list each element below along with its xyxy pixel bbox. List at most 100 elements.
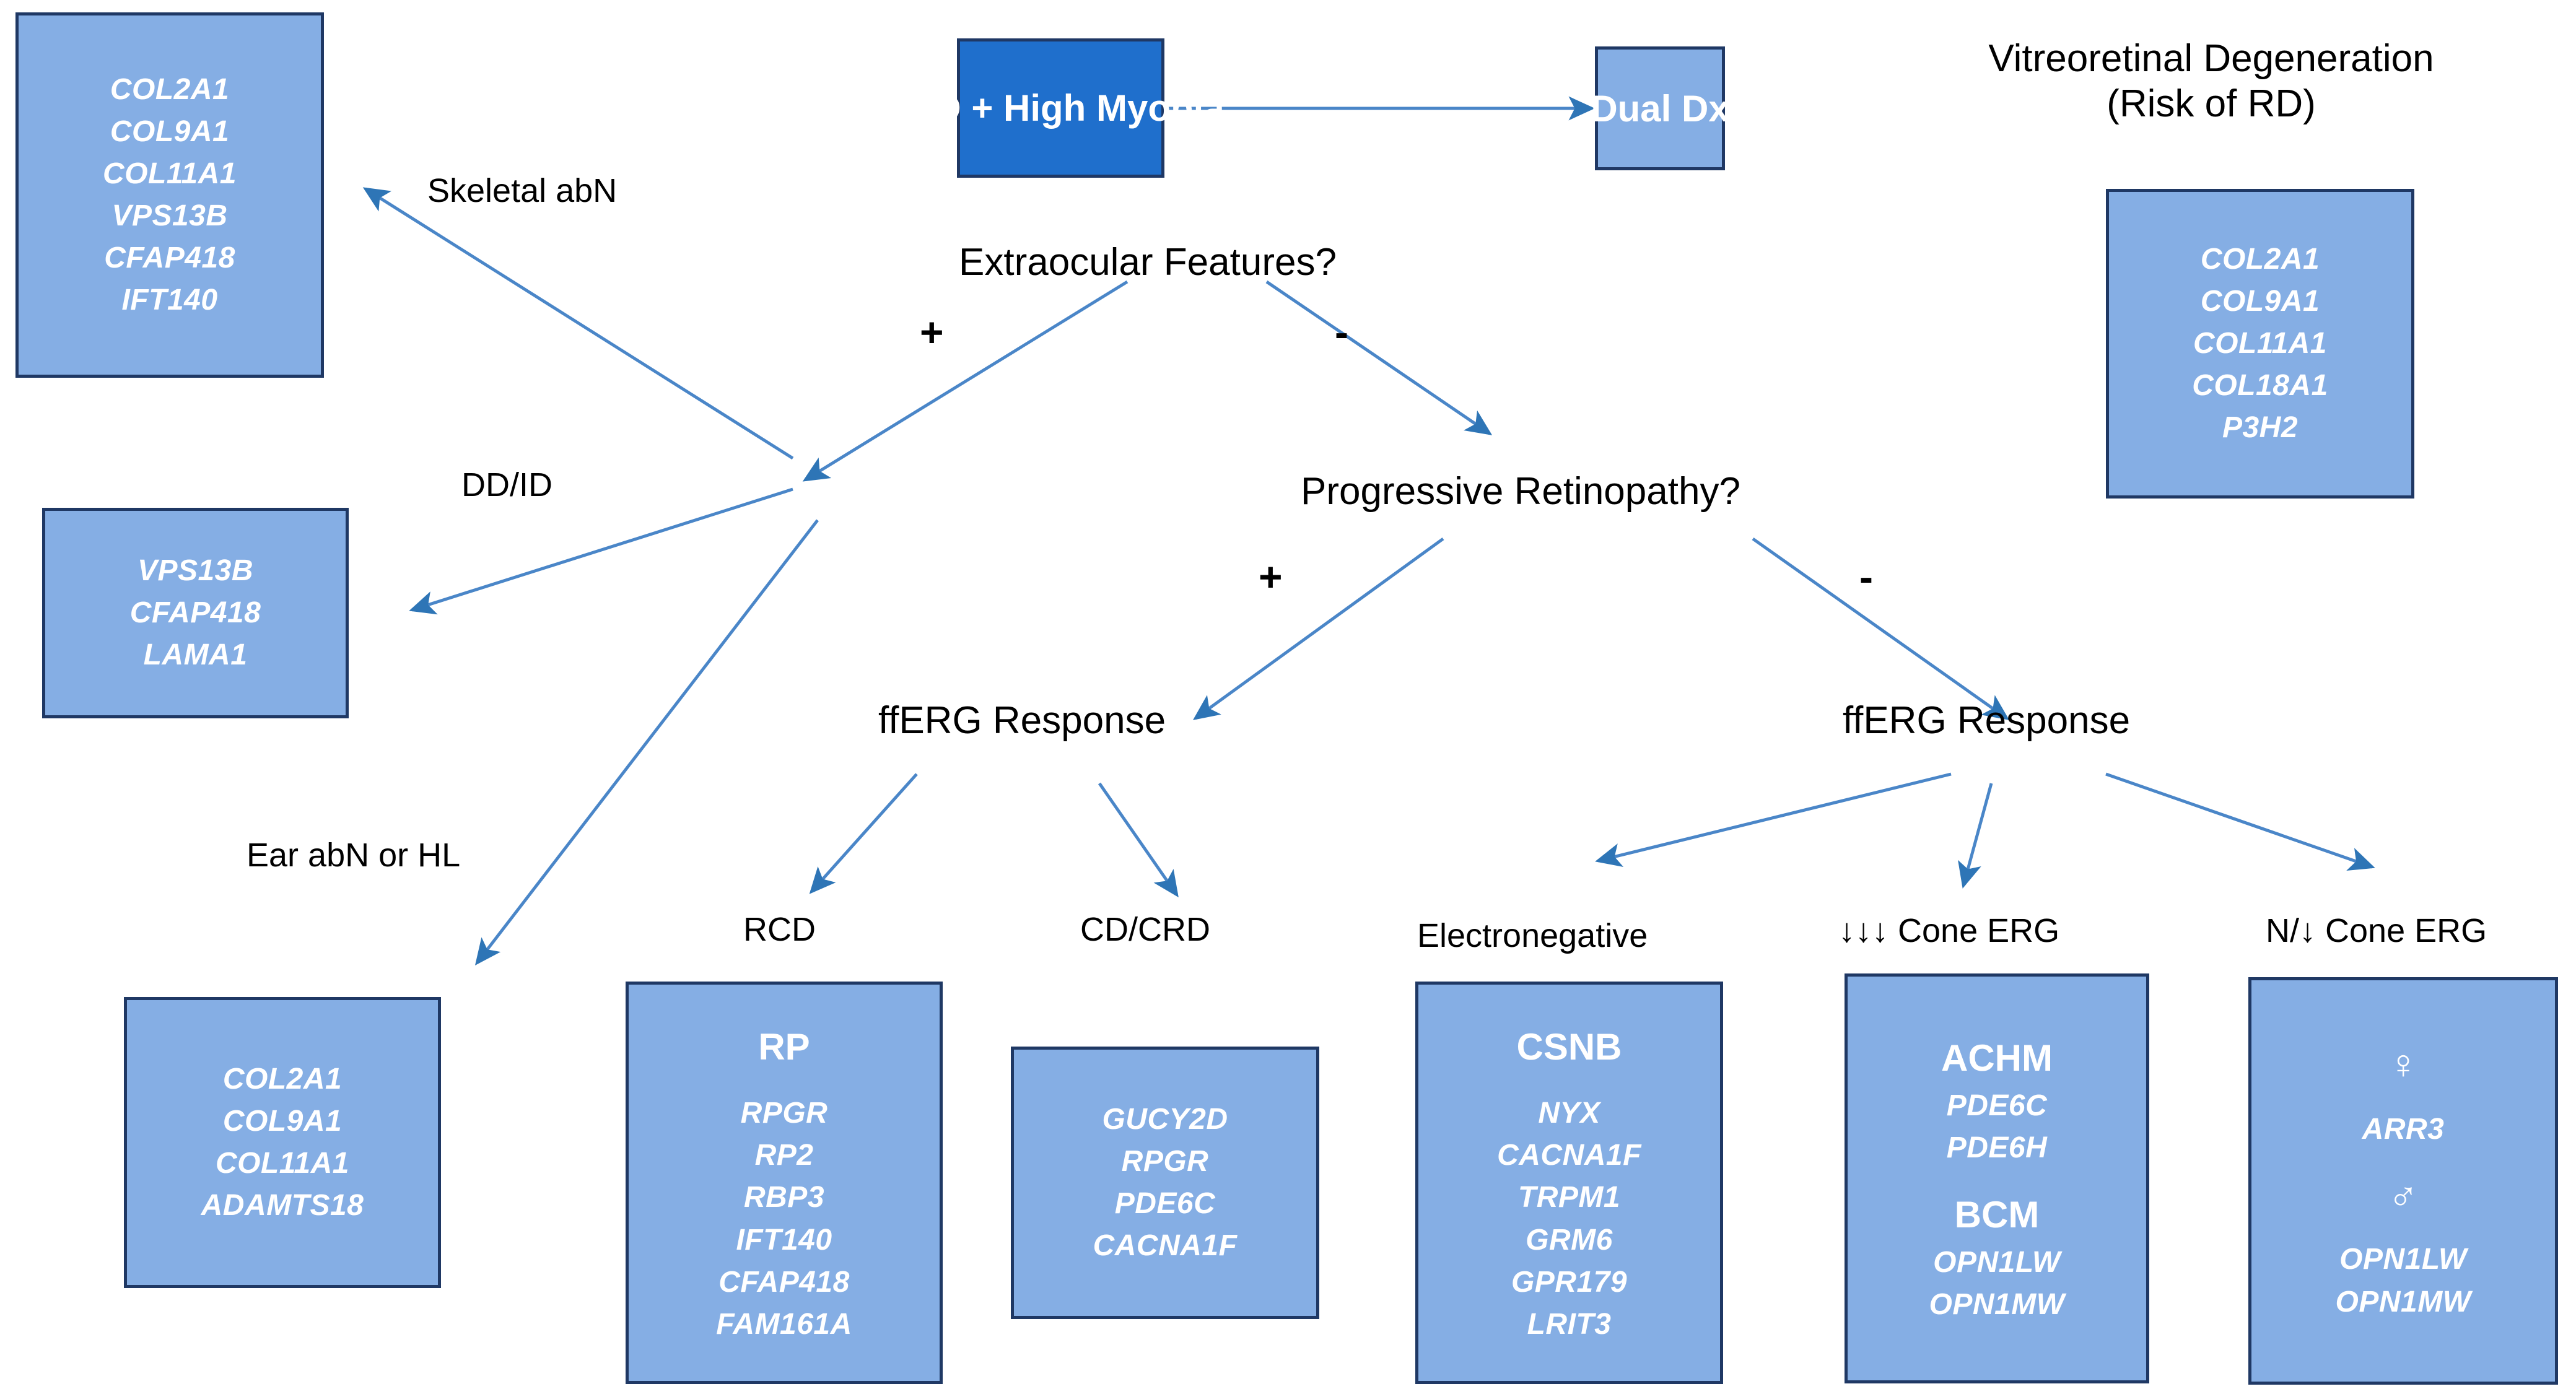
gene-item: CACNA1F — [1497, 1139, 1641, 1172]
gene-item: OPN1LW — [2339, 1243, 2467, 1276]
fferg-response-left: ffERG Response — [878, 697, 1166, 745]
gene-item: COL2A1 — [2200, 242, 2320, 276]
electronegative-label: Electronegative — [1417, 917, 1648, 954]
gene-item: ADAMTS18 — [201, 1189, 364, 1222]
gene-item: LRIT3 — [1527, 1307, 1612, 1341]
progressive-minus-sign: - — [1859, 551, 1873, 603]
vitreoretinal-title-line1: Vitreoretinal Degeneration — [1988, 37, 2434, 80]
gene-item: PDE6H — [1946, 1131, 2048, 1164]
root-node-ird-high-myopia[interactable]: IRD + High Myopia — [897, 38, 1225, 178]
branch-label-cone-erg-normal: N/↓ Cone ERG — [2266, 910, 2487, 952]
gene-item: PDE6C — [1946, 1089, 2048, 1122]
gene-item: P3H2 — [2222, 411, 2299, 445]
gene-item: COL11A1 — [2193, 326, 2327, 360]
male-symbol-icon: ♂ — [2388, 1171, 2419, 1217]
arrow-progressive-plus — [1192, 537, 1444, 720]
vitreoretinal-degeneration-title: Vitreoretinal Degeneration (Risk of RD) — [1967, 36, 2456, 126]
gene-item: FAM161A — [716, 1307, 852, 1341]
arrow-fferg-right-to-conereduced — [1958, 783, 1993, 889]
gene-item: CFAP418 — [104, 242, 235, 275]
branch-label-rcd: RCD — [743, 909, 816, 951]
vitreoretinal-title-line2: (Risk of RD) — [2107, 82, 2316, 126]
branch-label-dd-id: DD/ID — [461, 464, 552, 507]
arrow-hub-to-skeletal — [362, 187, 794, 460]
vitreoretinal-gene-panel[interactable]: COL2A1 COL9A1 COL11A1 COL18A1 P3H2 — [2106, 189, 2414, 499]
gene-item: GRM6 — [1526, 1223, 1613, 1256]
branch-label-cd-crd: CD/CRD — [1080, 909, 1210, 951]
gene-item: GUCY2D — [1102, 1102, 1228, 1136]
cone-erg-reduced-label: ↓↓↓ Cone ERG — [1838, 912, 2060, 949]
gene-item: NYX — [1538, 1097, 1600, 1130]
gene-item: COL11A1 — [215, 1147, 349, 1180]
extraocular-plus-sign: + — [920, 307, 944, 358]
gene-item: CFAP418 — [129, 596, 261, 629]
sex-linked-gene-panel[interactable]: ♀ ARR3 ♂ OPN1LW OPN1MW — [2248, 977, 2558, 1385]
gene-item: RPGR — [740, 1097, 828, 1130]
female-symbol-icon: ♀ — [2388, 1041, 2419, 1087]
gene-item: COL11A1 — [102, 157, 237, 190]
dual-dx-node[interactable]: Dual Dx — [1591, 46, 1729, 170]
cd-crd-gene-panel[interactable]: GUCY2D RPGR PDE6C CACNA1F — [1011, 1047, 1319, 1319]
gene-item: OPN1LW — [1933, 1246, 2061, 1279]
ear-abn-label: Ear abN or HL — [247, 837, 461, 874]
branch-label-cone-erg-reduced: ↓↓↓ Cone ERG — [1838, 910, 2059, 952]
progressive-plus-sign: + — [1259, 551, 1283, 603]
gene-item: IFT140 — [736, 1223, 832, 1256]
diagnosis-label: ACHM — [1941, 1037, 2053, 1079]
gene-item: COL9A1 — [2200, 284, 2320, 318]
diagnosis-label: CSNB — [1516, 1026, 1622, 1068]
csnb-gene-panel[interactable]: CSNB NYX CACNA1F TRPM1 GRM6 GPR179 LRIT3 — [1415, 982, 1723, 1384]
dual-dx-label: Dual Dx — [1591, 87, 1729, 129]
gene-item: RPGR — [1121, 1144, 1209, 1178]
arrow-fferg-right-to-electronegative — [1595, 772, 1952, 867]
extraocular-plus-label: + — [920, 309, 944, 355]
gene-item: COL9A1 — [110, 115, 230, 148]
diagnosis-label: RP — [758, 1026, 810, 1068]
cone-erg-normal-label: N/↓ Cone ERG — [2266, 912, 2487, 949]
gene-item: COL2A1 — [222, 1062, 343, 1095]
gene-item: VPS13B — [111, 199, 228, 232]
arrow-hub-to-ddid — [409, 487, 793, 615]
gene-item: OPN1MW — [1929, 1288, 2065, 1322]
progressive-minus-label: - — [1859, 554, 1873, 599]
arrow-hub-to-ear — [474, 519, 819, 965]
rcd-label: RCD — [743, 911, 816, 948]
arrow-extraocular-plus — [802, 280, 1129, 482]
cd-crd-label: CD/CRD — [1080, 911, 1210, 948]
fferg-response-right: ffERG Response — [1843, 697, 2130, 745]
gene-item: LAMA1 — [143, 638, 248, 672]
gene-item: RBP3 — [743, 1181, 825, 1214]
branch-label-ear-abn-or-hl: Ear abN or HL — [247, 835, 460, 877]
arrow-extraocular-minus — [1265, 280, 1493, 435]
extraocular-minus-label: - — [1335, 309, 1348, 355]
branch-label-skeletal-abn: Skeletal abN — [427, 170, 617, 212]
progressive-plus-label: + — [1259, 554, 1283, 599]
decision-progressive-retinopathy: Progressive Retinopathy? — [1301, 468, 1740, 516]
dd-id-gene-panel[interactable]: VPS13B CFAP418 LAMA1 — [42, 508, 349, 718]
gene-item: RP2 — [754, 1139, 814, 1172]
gene-item: COL9A1 — [222, 1104, 343, 1138]
gene-item: CACNA1F — [1093, 1229, 1238, 1263]
fferg-response-right-label: ffERG Response — [1843, 699, 2131, 742]
extraocular-minus-sign: - — [1335, 307, 1348, 358]
decision-progressive-label: Progressive Retinopathy? — [1301, 470, 1740, 513]
gene-item: COL18A1 — [2192, 369, 2328, 403]
gene-item: CFAP418 — [718, 1265, 850, 1299]
decision-extraocular-label: Extraocular Features? — [959, 241, 1337, 284]
gene-item: COL2A1 — [110, 72, 230, 106]
arrow-fferg-left-to-rcd — [809, 773, 918, 894]
fferg-response-left-label: ffERG Response — [878, 699, 1166, 742]
arrow-fferg-left-to-cdcrd — [1098, 782, 1179, 898]
arrow-fferg-right-to-conenormal — [2105, 772, 2375, 871]
gene-item: ARR3 — [2362, 1112, 2445, 1146]
skeletal-abn-label: Skeletal abN — [427, 172, 618, 209]
gene-item: GPR179 — [1511, 1265, 1628, 1299]
rp-gene-panel[interactable]: RP RPGR RP2 RBP3 IFT140 CFAP418 FAM161A — [626, 982, 943, 1384]
achm-bcm-gene-panel[interactable]: ACHM PDE6C PDE6H BCM OPN1LW OPN1MW — [1845, 973, 2149, 1383]
gene-item: OPN1MW — [2335, 1285, 2471, 1318]
arrow-progressive-minus — [1752, 537, 2010, 720]
skeletal-abnormality-gene-panel[interactable]: COL2A1 COL9A1 COL11A1 VPS13B CFAP418 IFT… — [15, 12, 324, 378]
gene-item: TRPM1 — [1517, 1181, 1621, 1214]
ear-abnormality-gene-panel[interactable]: COL2A1 COL9A1 COL11A1 ADAMTS18 — [124, 997, 441, 1288]
